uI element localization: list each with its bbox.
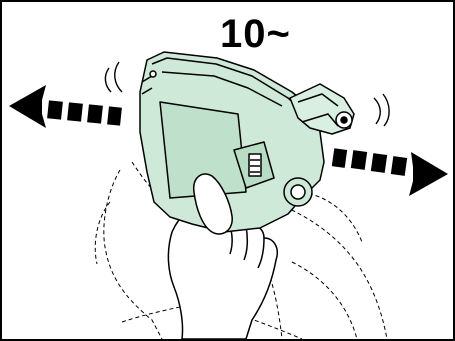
arrow-left-icon bbox=[9, 85, 122, 128]
toner-cartridge-icon bbox=[140, 52, 354, 232]
arrow-right-icon bbox=[332, 148, 448, 196]
shake-count-label: 10~ bbox=[220, 14, 291, 54]
